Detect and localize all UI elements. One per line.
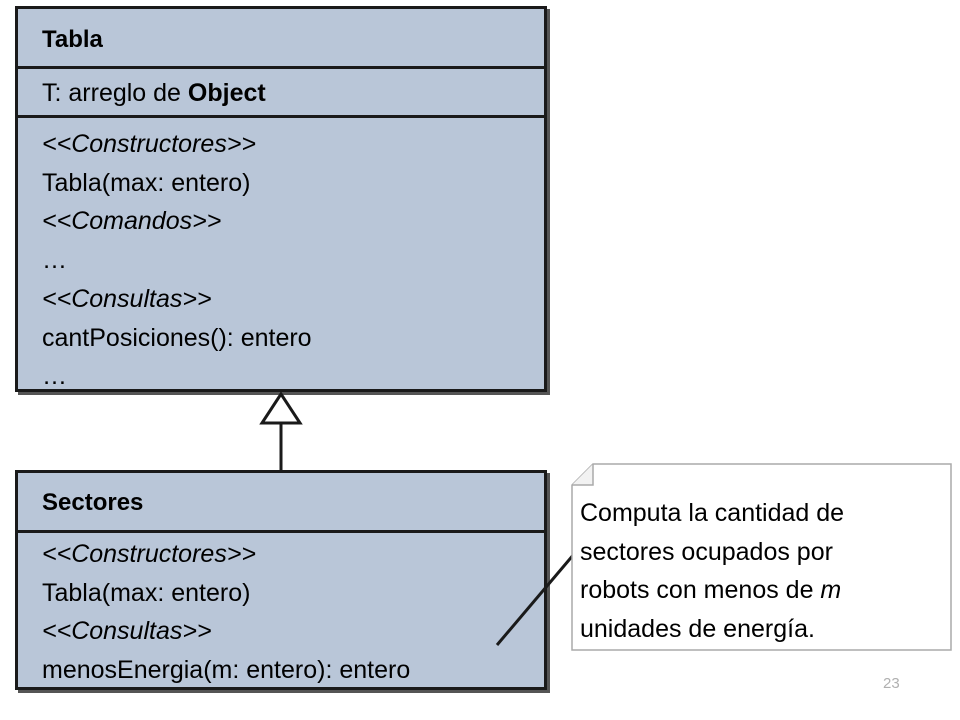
note-line: Computa la cantidad de	[580, 499, 845, 527]
class-tabla-name-compartment: Tabla	[18, 9, 544, 66]
note-line: robots con menos de m	[580, 571, 940, 610]
note-text: Computa la cantidad de sectores ocupados…	[580, 494, 940, 649]
stereotype-consultas: <<Consultas>>	[42, 617, 212, 646]
class-sectores: Sectores <<Constructores>> Tabla(max: en…	[15, 470, 547, 690]
note-line: sectores ocupados por	[580, 537, 833, 566]
class-tabla-operations: <<Constructores>> Tabla(max: entero) <<C…	[18, 115, 544, 396]
note-anchor-line	[495, 546, 582, 646]
note-line: unidades de energía.	[580, 615, 815, 644]
class-tabla: Tabla T: arreglo de Object <<Constructor…	[15, 6, 547, 392]
stereotype-constructores: <<Constructores>>	[42, 540, 257, 568]
operation-cant-posiciones: cantPosiciones(): entero	[42, 323, 312, 352]
stereotype-consultas: <<Consultas>>	[42, 284, 212, 313]
operation-menos-energia: menosEnergia(m: entero): entero	[42, 656, 411, 685]
comment-note	[571, 463, 952, 651]
operation-constructor: Tabla(max: entero)	[42, 168, 251, 197]
operation-ellipsis: …	[42, 246, 67, 275]
class-sectores-name: Sectores	[42, 489, 144, 516]
class-tabla-attributes: T: arreglo de Object	[18, 66, 544, 115]
class-sectores-name-compartment: Sectores	[18, 473, 544, 530]
class-sectores-operations: <<Constructores>> Tabla(max: entero) <<C…	[18, 530, 544, 690]
stereotype-constructores: <<Constructores>>	[42, 130, 257, 158]
page-number: 23	[883, 675, 900, 692]
generalization-arrowhead	[259, 391, 303, 425]
class-tabla-name: Tabla	[42, 26, 103, 53]
class-tabla-attribute: T: arreglo de Object	[42, 74, 544, 113]
operation-ellipsis: …	[42, 362, 67, 391]
attribute-type: Object	[187, 79, 266, 107]
note-variable: m	[820, 576, 842, 605]
attribute-prefix: T: arreglo de	[42, 79, 188, 107]
operation-constructor: Tabla(max: entero)	[42, 578, 251, 607]
note-folded-corner	[572, 464, 594, 486]
stereotype-comandos: <<Comandos>>	[42, 207, 222, 236]
note-line-prefix: robots con menos de	[580, 576, 821, 605]
